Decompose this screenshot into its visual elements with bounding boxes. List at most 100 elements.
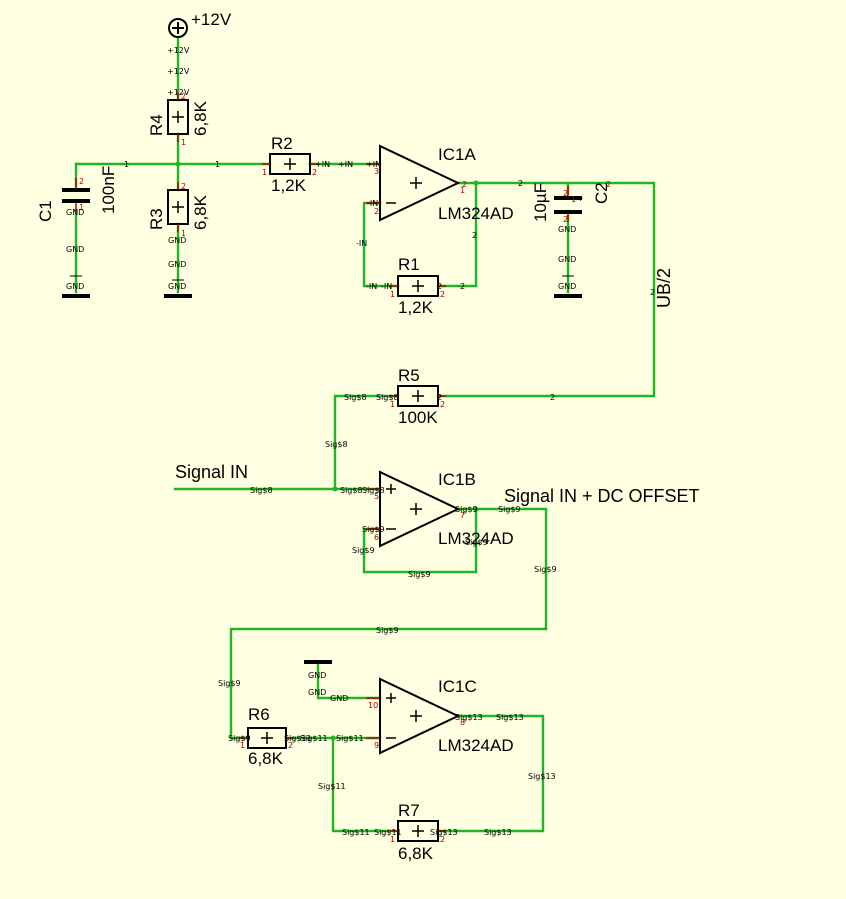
supply-circle-icon — [168, 18, 188, 38]
svg-text:2: 2 — [79, 177, 84, 186]
svg-text:Sig$11: Sig$11 — [374, 828, 402, 837]
svg-text:GND: GND — [66, 208, 84, 217]
r6: 1 2 Sig$9 Sig$11 R6 6,8K — [228, 705, 312, 768]
wire-sig9 — [229, 507, 548, 740]
svg-text:+IN: +IN — [338, 160, 353, 169]
svg-text:-IN: -IN — [366, 282, 377, 291]
svg-text:-IN: -IN — [381, 282, 392, 291]
svg-text:2: 2 — [440, 835, 445, 844]
svg-text:2: 2 — [460, 282, 465, 291]
svg-text:1: 1 — [181, 138, 186, 147]
svg-text:Sig$9: Sig$9 — [408, 570, 431, 579]
gnd-symbol-c2 — [554, 294, 582, 298]
svg-text:GND: GND — [558, 255, 576, 264]
svg-text:Sig$13: Sig$13 — [496, 713, 524, 722]
r1-name: R1 — [398, 255, 420, 274]
svg-text:Sig$8: Sig$8 — [362, 486, 385, 495]
r7-value: 6,8K — [398, 844, 434, 863]
ic1c: 10 9 8 Sig$13 Sig$13 IC1C LM324AD Sig$11… — [300, 677, 524, 755]
c1-value: 100nF — [99, 166, 118, 214]
r1-value: 1,2K — [398, 298, 434, 317]
gnd-ic1c: GND GND GND — [304, 660, 348, 703]
svg-text:Sig$8: Sig$8 — [376, 393, 399, 402]
svg-text:2: 2 — [563, 215, 568, 224]
c2-value: 10µF — [531, 183, 550, 222]
svg-text:+IN: +IN — [366, 160, 381, 169]
svg-text:7: 7 — [460, 511, 465, 520]
svg-text:2: 2 — [437, 393, 442, 402]
svg-text:Sig$8: Sig$8 — [344, 393, 367, 402]
ic1a-name: IC1A — [438, 145, 476, 164]
supply-pin-label-1: +12V — [167, 46, 190, 55]
r7: 1 2 Sig$11 Sig$11 Sig$13 Sig$13 R7 6,8K — [342, 801, 512, 863]
svg-text:Sig$13: Sig$13 — [430, 828, 458, 837]
svg-text:1: 1 — [390, 400, 395, 409]
svg-text:2: 2 — [437, 282, 442, 291]
c2-name: C2 — [592, 182, 611, 204]
svg-text:Sig$9: Sig$9 — [228, 734, 251, 743]
svg-text:2: 2 — [440, 290, 445, 299]
svg-text:Sig$13: Sig$13 — [528, 772, 556, 781]
r2-value: 1,2K — [271, 176, 307, 195]
svg-text:Sig$11: Sig$11 — [318, 782, 346, 791]
svg-text:1: 1 — [390, 290, 395, 299]
svg-text:2: 2 — [181, 92, 186, 101]
r2: 1 2 R2 1,2K +IN +IN — [262, 134, 353, 195]
junction-sig8 — [332, 486, 338, 492]
svg-text:1: 1 — [390, 835, 395, 844]
svg-text:2: 2 — [288, 741, 293, 750]
svg-text:Sig$9: Sig$9 — [534, 565, 557, 574]
svg-text:+IN: +IN — [315, 160, 330, 169]
svg-text:2: 2 — [563, 189, 568, 198]
r5-name: R5 — [398, 366, 420, 385]
svg-text:1: 1 — [460, 186, 465, 195]
supply-label: +12V — [191, 10, 232, 29]
svg-text:2: 2 — [440, 400, 445, 409]
svg-text:Sig$8: Sig$8 — [250, 486, 273, 495]
svg-text:1: 1 — [571, 195, 576, 204]
svg-text:Sig$9: Sig$9 — [455, 505, 478, 514]
c1-name: C1 — [36, 200, 55, 222]
ic1b-value: LM324AD — [438, 529, 514, 548]
gnd-symbol-ic1c — [304, 660, 332, 664]
ic1a-value: LM324AD — [438, 204, 514, 223]
svg-text:Sig$11: Sig$11 — [342, 828, 370, 837]
svg-text:GND: GND — [168, 260, 186, 269]
r3-value: 6,8K — [191, 194, 210, 230]
svg-text:Sig$9: Sig$9 — [352, 546, 375, 555]
svg-text:1: 1 — [181, 229, 186, 238]
r3: 2 1 R3 6,8K GND GND GND — [147, 182, 210, 298]
svg-text:1: 1 — [79, 203, 84, 212]
junction-sig9 — [473, 506, 479, 512]
junction-node1 — [175, 161, 181, 167]
svg-text:GND: GND — [66, 245, 84, 254]
svg-text:3: 3 — [374, 167, 379, 176]
svg-text:Sig$9: Sig$9 — [218, 679, 241, 688]
wires — [74, 36, 656, 833]
wire-sig8 — [333, 394, 400, 491]
svg-text:Sig$8: Sig$8 — [340, 486, 363, 495]
svg-text:GND: GND — [308, 688, 326, 697]
svg-text:1: 1 — [262, 168, 267, 177]
r6-name: R6 — [248, 705, 270, 724]
svg-text:GND: GND — [168, 282, 186, 291]
svg-text:GND: GND — [308, 671, 326, 680]
ic1a: +IN 3 -IN 2 1 2 IC1A LM324AD 2 2 -IN — [356, 144, 523, 248]
r4-name: R4 — [147, 114, 166, 136]
svg-text:Sig$11: Sig$11 — [300, 734, 328, 743]
svg-text:1: 1 — [124, 160, 129, 169]
svg-text:Sig$9: Sig$9 — [362, 525, 385, 534]
gnd-symbol-r3 — [164, 294, 192, 298]
supply-pin-label-2: +12V — [167, 67, 190, 76]
svg-text:2: 2 — [650, 288, 655, 297]
svg-text:Sig$11: Sig$11 — [284, 734, 312, 743]
c1: 2 1 C1 100nF GND GND GND — [36, 166, 118, 298]
svg-text:9: 9 — [374, 741, 379, 750]
svg-text:Sig$9: Sig$9 — [465, 538, 488, 547]
svg-text:5: 5 — [374, 492, 379, 501]
svg-text:10: 10 — [368, 701, 378, 710]
ic1b-name: IC1B — [438, 470, 476, 489]
svg-text:Sig$9: Sig$9 — [498, 505, 521, 514]
wire-sig11-down — [331, 736, 400, 833]
